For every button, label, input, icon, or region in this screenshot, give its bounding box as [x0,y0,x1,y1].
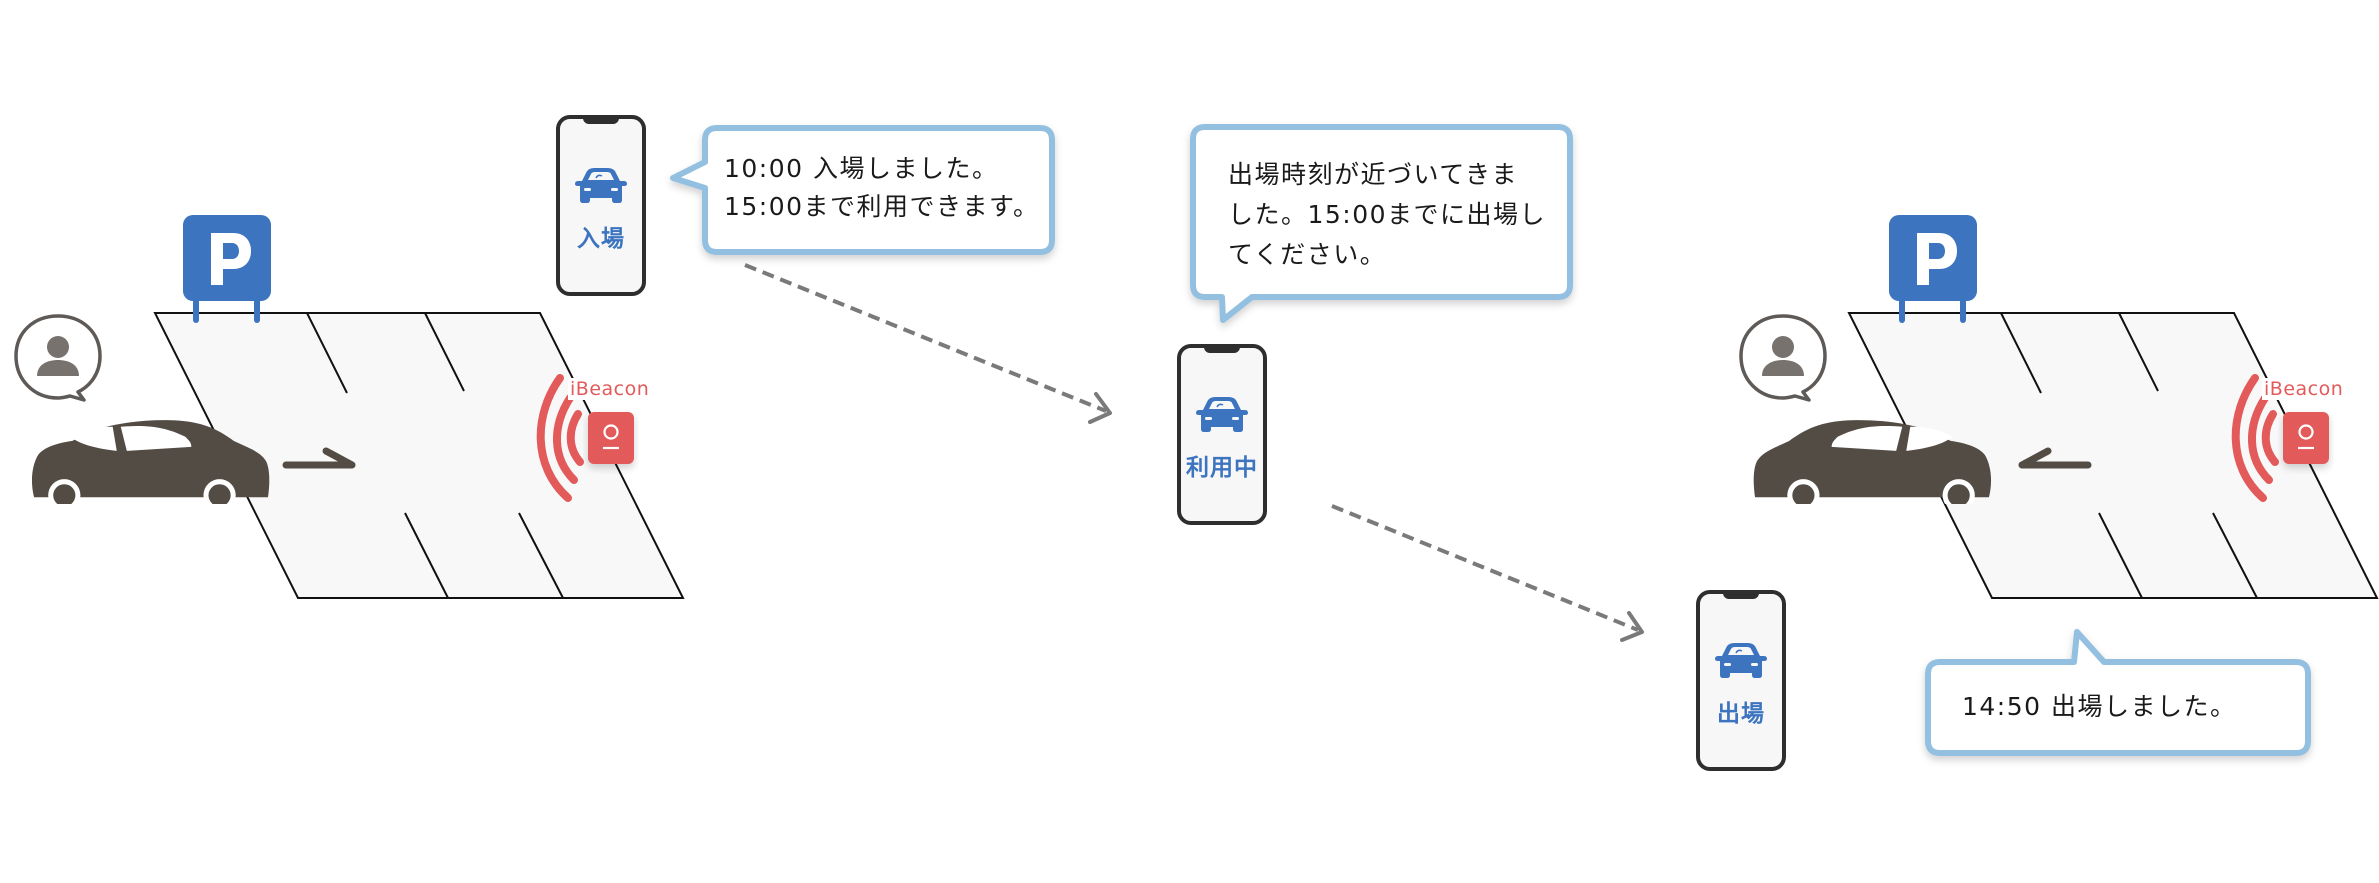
parking-lot [153,312,685,599]
entry-message-text: 10:00 入場しました。 15:00まで利用できます。 [724,150,1040,226]
beacon-label: iBeacon [2262,378,2346,400]
parking-sign-icon [183,215,271,323]
beacon-icon [2283,412,2329,464]
phone-notch [1723,593,1759,599]
flow-arrow-2 [1331,504,1644,642]
phone-in-use: 利用中 [1177,344,1267,525]
exit-scene [1739,215,2379,599]
phone-notch [1204,347,1240,353]
entry-message-bubble [670,125,1055,255]
phone-status-label: 出場 [1717,701,1765,727]
phone-status-label: 入場 [577,226,625,252]
phone-status-label: 利用中 [1186,455,1258,481]
entry-scene [14,215,685,599]
car-front-icon [1196,397,1248,432]
arrow-right-icon [282,447,356,469]
parking-divider [2212,512,2258,599]
message-line: 10:00 入場しました。 [724,154,999,183]
reminder-message-bubble [1190,124,1573,323]
person-icon [14,314,102,402]
message-line: 出場時刻が近づいてきま [1228,160,1519,189]
parking-divider [2000,312,2042,394]
message-line: てください。 [1228,240,1387,269]
parking-divider [2118,312,2159,392]
parking-divider [2098,512,2143,599]
phone-entry: 入場 [556,115,646,296]
beacon-label: iBeacon [568,378,652,400]
reminder-message-text: 出場時刻が近づいてきま した。15:00までに出場し てください。 [1228,155,1546,275]
phone-exit: 出場 [1696,590,1786,771]
phone-notch [583,118,619,124]
exit-message-text: 14:50 出場しました。 [1962,688,2237,726]
exit-message-bubble [1925,629,2311,756]
parking-divider [424,312,465,392]
car-front-icon [575,168,627,203]
car-front-icon [1715,643,1767,678]
parking-divider [306,312,348,394]
person-icon [1739,314,1827,402]
message-line: 14:50 出場しました。 [1962,692,2237,721]
arrowhead-icon [1088,392,1112,424]
parking-sign-icon [1889,215,1977,323]
arrow-left-icon [2018,447,2092,469]
parking-divider [518,512,564,599]
parking-lot [1847,312,2379,599]
beacon-icon [588,412,634,464]
parking-divider [404,512,449,599]
arrowhead-icon [1620,611,1644,642]
message-line: 15:00まで利用できます。 [724,192,1040,221]
message-line: した。15:00までに出場し [1228,200,1547,229]
flow-arrow-1 [744,263,1112,424]
